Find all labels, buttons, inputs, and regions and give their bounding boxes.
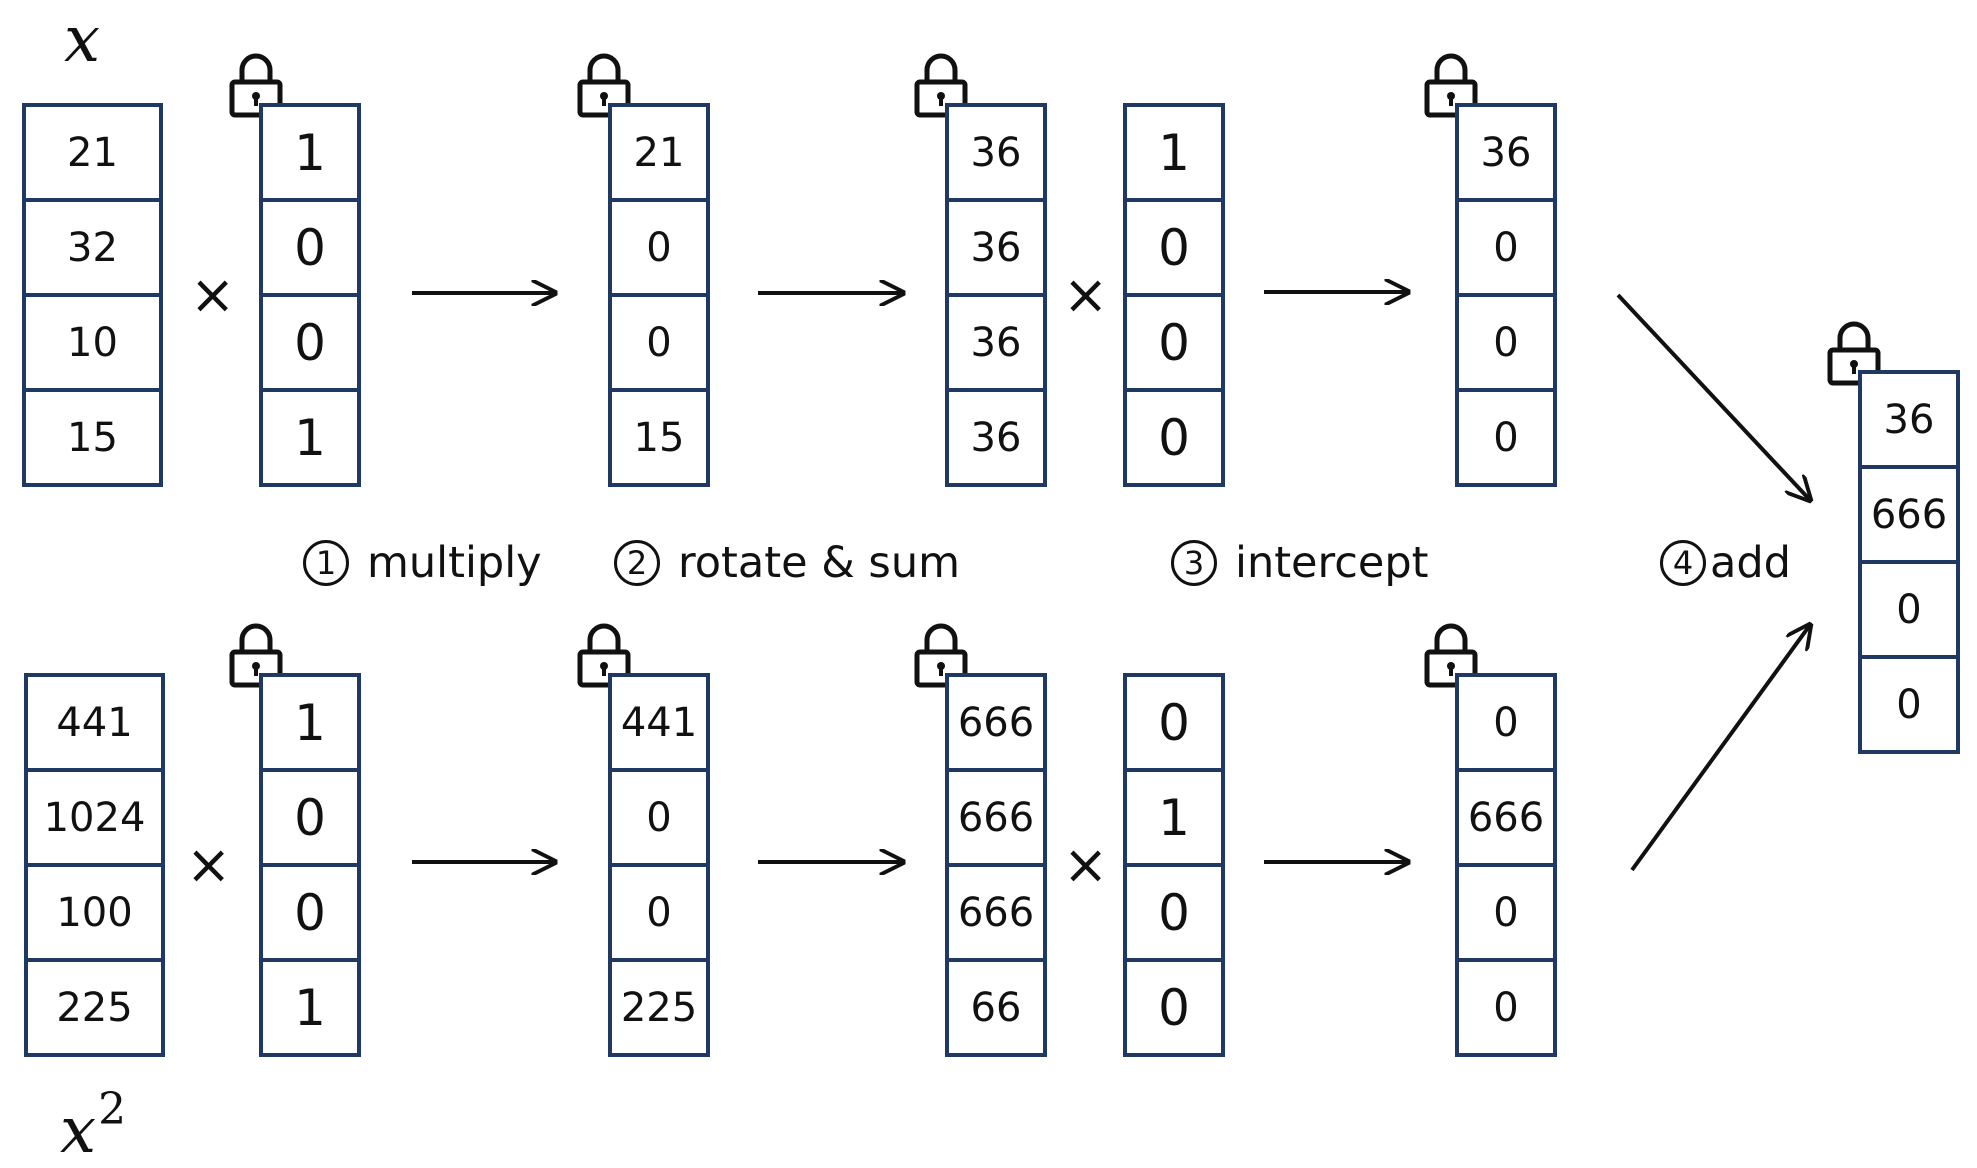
vector-cell: 441 (620, 699, 698, 746)
vector-cell: 0 (612, 768, 706, 863)
vector-cell: 66 (949, 958, 1043, 1053)
vector-result: 36 666 0 0 (1858, 370, 1960, 754)
vector-cell: 1 (1158, 123, 1190, 182)
vector-cell: 1 (294, 123, 326, 182)
multiply-operator: × (1063, 263, 1109, 326)
vector-cell: 666 (1862, 465, 1956, 560)
vector-cell: 1 (263, 388, 357, 483)
vector-cell: 0 (1127, 293, 1221, 388)
vector-cell: 0 (612, 198, 706, 293)
step-label: intercept (1235, 538, 1429, 588)
vector-cell: 225 (28, 958, 161, 1053)
vector-cell: 1 (294, 693, 326, 752)
step-number: 1 (303, 540, 349, 586)
vector-cell: 15 (612, 388, 706, 483)
lock-icon (228, 52, 284, 118)
multiply-operator: × (190, 263, 236, 326)
vector-cell: 100 (28, 863, 161, 958)
vector-intercept-mask: 1 0 0 0 (1123, 103, 1225, 487)
vector-cell: 0 (1862, 655, 1956, 750)
vector-cell: 0 (1493, 699, 1519, 746)
vector-cell: 0 (263, 768, 357, 863)
arrow-icon (1616, 293, 1810, 500)
vector-cell: 0 (612, 293, 706, 388)
vector-cell: 36 (949, 198, 1043, 293)
vector-cell: 36 (949, 388, 1043, 483)
vector-cell: 0 (1459, 388, 1553, 483)
vector-cell: 0 (1459, 863, 1553, 958)
vector-cell: 0 (1158, 693, 1190, 752)
step-rotate-sum: 2 rotate & sum (614, 538, 960, 588)
vector-cell: 0 (263, 863, 357, 958)
vector-cell: 21 (67, 129, 118, 176)
vector-cell: 0 (263, 293, 357, 388)
step-number: 4 (1660, 540, 1706, 586)
vector-cell: 1 (263, 958, 357, 1053)
vector-cell: 36 (1480, 129, 1532, 176)
vector-cell: 0 (1459, 198, 1553, 293)
vector-cell: 0 (1127, 198, 1221, 293)
vector-cell: 10 (26, 293, 159, 388)
step-intercept: 3 intercept (1171, 538, 1429, 588)
vector-cell: 15 (26, 388, 159, 483)
x-label: x (64, 3, 101, 77)
vector-cell: 225 (612, 958, 706, 1053)
vector-cell: 0 (263, 198, 357, 293)
vector-cell: 441 (56, 699, 133, 746)
vector-cell: 0 (1459, 958, 1553, 1053)
vector-cell: 36 (949, 293, 1043, 388)
vector-cell: 666 (957, 699, 1035, 746)
vector-x: 21 32 10 15 (22, 103, 163, 487)
vector-cell: 32 (26, 198, 159, 293)
step-label: multiply (367, 538, 542, 588)
multiply-operator: × (1063, 833, 1109, 896)
vector-cell: 36 (1883, 396, 1935, 443)
vector-rotated-sum: 36 36 36 36 (945, 103, 1047, 487)
vector-intercepted: 0 666 0 0 (1455, 673, 1557, 1057)
step-number: 2 (614, 540, 660, 586)
vector-cell: 0 (1127, 958, 1221, 1053)
vector-cell: 21 (633, 129, 685, 176)
multiply-operator: × (186, 833, 232, 896)
vector-mask: 1 0 0 1 (259, 103, 361, 487)
vector-cell: 0 (1862, 560, 1956, 655)
vector-cell: 0 (1127, 863, 1221, 958)
vector-multiplied: 21 0 0 15 (608, 103, 710, 487)
step-label: add (1710, 538, 1791, 588)
vector-cell: 1024 (28, 768, 161, 863)
vector-rotated-sum: 666 666 666 66 (945, 673, 1047, 1057)
vector-cell: 666 (1459, 768, 1553, 863)
arrow-icon (1630, 625, 1810, 872)
vector-multiplied: 441 0 0 225 (608, 673, 710, 1057)
vector-cell: 0 (1459, 293, 1553, 388)
step-number: 3 (1171, 540, 1217, 586)
vector-cell: 666 (949, 768, 1043, 863)
vector-cell: 0 (612, 863, 706, 958)
vector-cell: 666 (949, 863, 1043, 958)
step-multiply: 1 multiply (303, 538, 542, 588)
vector-cell: 1 (1127, 768, 1221, 863)
vector-mask: 1 0 0 1 (259, 673, 361, 1057)
step-add: 4 add (1660, 538, 1791, 588)
vector-intercept-mask: 0 1 0 0 (1123, 673, 1225, 1057)
step-label: rotate & sum (678, 538, 960, 588)
vector-cell: 0 (1127, 388, 1221, 483)
vector-x-squared: 441 1024 100 225 (24, 673, 165, 1057)
x-squared-label: x2 (60, 1084, 127, 1168)
vector-intercepted: 36 0 0 0 (1455, 103, 1557, 487)
vector-cell: 36 (970, 129, 1022, 176)
